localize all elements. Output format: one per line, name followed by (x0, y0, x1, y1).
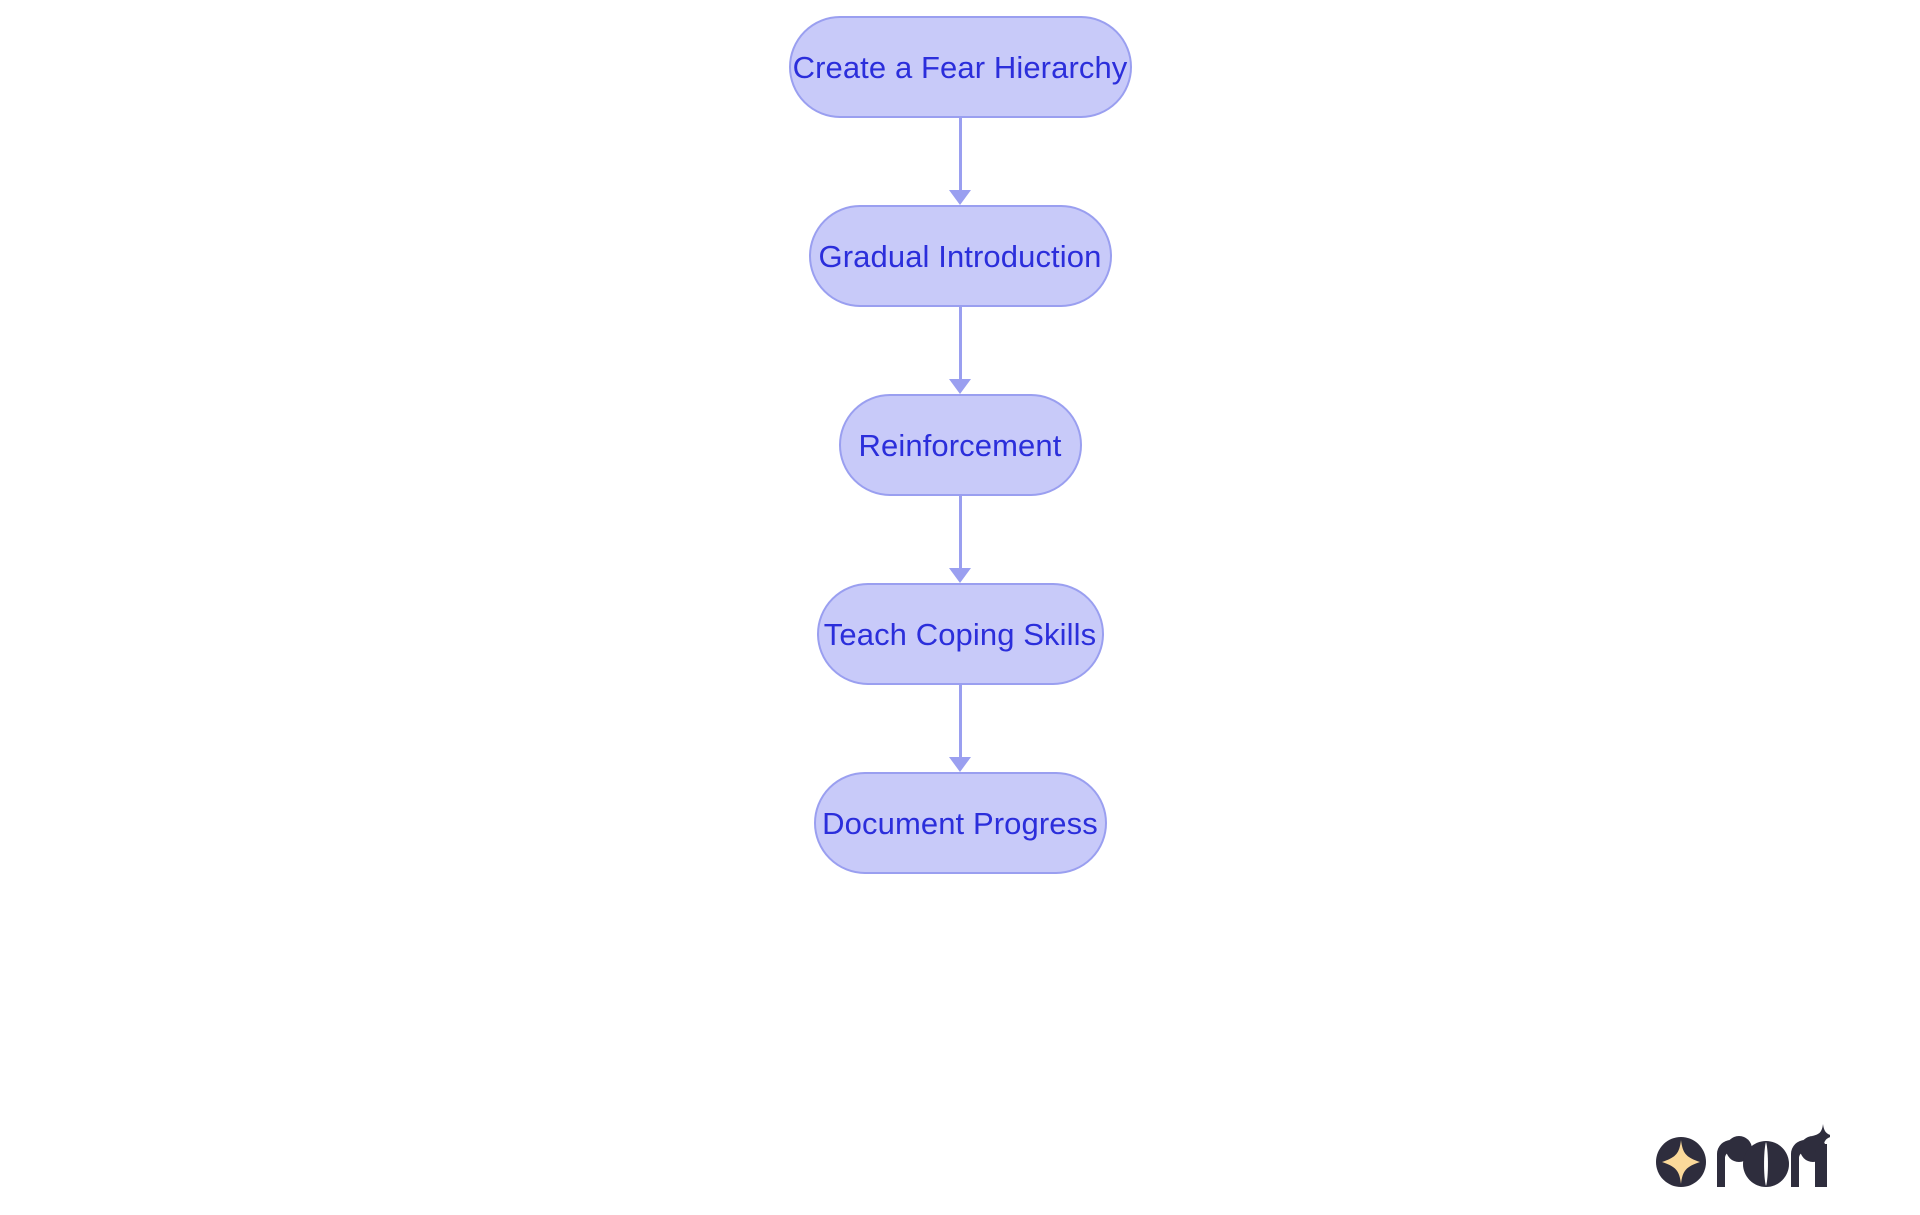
connector-line (958, 118, 962, 191)
arrowhead-down-icon (949, 757, 971, 772)
flowchart: Create a Fear Hierarchy Gradual Introduc… (788, 16, 1132, 874)
flow-node-label: Reinforcement (858, 427, 1062, 463)
flow-node-document-progress[interactable]: Document Progress (813, 772, 1107, 874)
rori-letter-i (1815, 1144, 1827, 1187)
flow-node-teach-coping-skills[interactable]: Teach Coping Skills (816, 583, 1104, 685)
star-badge-icon (1656, 1137, 1706, 1187)
flow-node-label: Create a Fear Hierarchy (792, 49, 1128, 85)
flow-node-label: Document Progress (822, 805, 1098, 841)
rori-logo[interactable] (1655, 1122, 1834, 1190)
flow-node-create-a-fear-hierarchy[interactable]: Create a Fear Hierarchy (788, 16, 1132, 118)
rori-logo-svg (1656, 1124, 1834, 1187)
flow-node-label: Gradual Introduction (818, 238, 1102, 274)
flow-connector-1-to-2 (948, 118, 972, 205)
connector-line (958, 307, 962, 380)
flow-node-label: Teach Coping Skills (823, 616, 1097, 652)
connector-line (958, 685, 962, 758)
flow-node-reinforcement[interactable]: Reinforcement (838, 394, 1082, 496)
sparkle-icon (1812, 1124, 1834, 1148)
arrowhead-down-icon (949, 379, 971, 394)
flow-node-gradual-introduction[interactable]: Gradual Introduction (808, 205, 1112, 307)
arrowhead-down-icon (949, 190, 971, 205)
flow-connector-3-to-4 (948, 496, 972, 583)
flow-connector-2-to-3 (948, 307, 972, 394)
rori-letter-o (1743, 1141, 1789, 1187)
flow-connector-4-to-5 (948, 685, 972, 772)
arrowhead-down-icon (949, 568, 971, 583)
connector-line (958, 496, 962, 569)
